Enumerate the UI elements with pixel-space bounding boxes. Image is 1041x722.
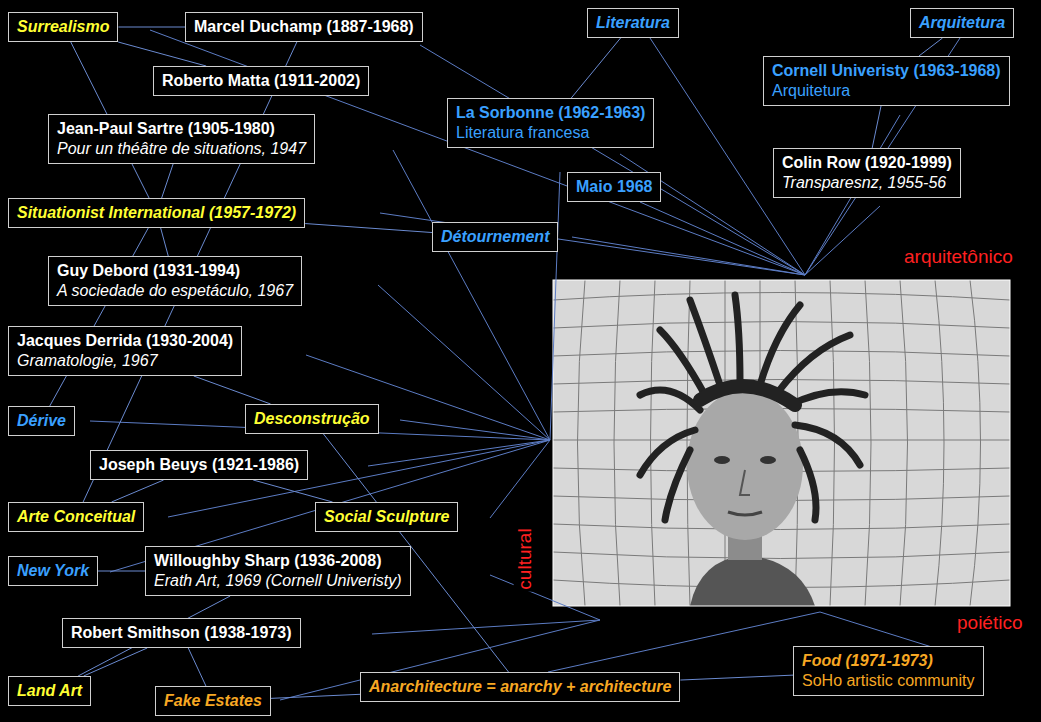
box-heading: Maio 1968 [576,177,652,197]
box-subtext: Transparesnz, 1955-56 [782,173,952,193]
box-heading: Jacques Derrida (1930-2004) [17,331,233,351]
connector-line [162,164,173,198]
connector-line [305,224,432,233]
connector-line [680,675,793,680]
box-subtext: Arquitetura [772,81,1001,101]
concept-box: La Sorbonne (1962-1963)Literatura france… [447,98,654,148]
box-subtext: SoHo artistic community [802,671,975,691]
mouth [728,512,762,515]
box-heading: Situationist International (1957-1972) [17,203,296,223]
connector-line [271,694,360,698]
box-heading: Détournement [441,227,549,247]
connector-line [50,228,149,406]
box-heading: Surrealismo [17,17,109,37]
concept-box: Anarchitecture = anarchy + architecture [360,672,680,702]
box-heading: Guy Debord (1931-1994) [57,261,293,281]
connector-line [571,38,620,98]
hair [640,295,865,520]
connector-line [118,27,185,28]
photo-ground [553,280,1010,606]
concept-box: Détournement [432,222,558,252]
concept-box: Arte Conceitual [8,502,144,532]
box-heading: Roberto Matta (1911-2002) [162,71,360,91]
box-heading: Arquitetura [919,13,1005,33]
concept-box: Dérive [8,406,75,436]
photo-frame [553,280,1010,606]
axis-label: arquitetônico [902,246,1015,268]
concept-box: Literatura [587,8,679,38]
concept-box: Surrealismo [8,12,118,42]
connector-line [872,106,881,148]
box-heading: Dérive [17,411,66,431]
box-heading: Willoughby Sharp (1936-2008) [154,551,402,571]
box-heading: La Sorbonne (1962-1963) [456,103,645,123]
concept-box: Marcel Duchamp (1887-1968) [185,12,423,42]
box-heading: Arte Conceitual [17,507,135,527]
concept-box: Fake Estates [155,686,271,716]
concept-box: Roberto Matta (1911-2002) [153,66,369,96]
axis-label: poiético [955,612,1025,634]
concept-box: Colin Row (1920-1999)Transparesnz, 1955-… [773,148,961,198]
connector-line [84,648,148,676]
concept-box: Jacques Derrida (1930-2004)Gramatologie,… [8,326,242,376]
box-heading: Cornell Univeristy (1963-1968) [772,61,1001,81]
connector-line [112,480,164,502]
concept-box: Jean-Paul Sartre (1905-1980)Pour un théâ… [48,114,315,164]
concept-box: Food (1971-1973)SoHo artistic community [793,646,984,696]
eyes [714,456,776,464]
connector-line [118,42,206,66]
box-heading: Jean-Paul Sartre (1905-1980) [57,119,306,139]
connector-line [161,228,169,256]
box-heading: Desconstrução [254,409,370,429]
concept-box: Desconstrução [245,404,379,434]
connector-line [194,376,271,404]
connector-line [919,38,943,56]
box-heading: Joseph Beuys (1921-1986) [99,455,299,475]
box-subtext: Pour un théâtre de situations, 1947 [57,139,306,159]
concept-box: Arquitetura [910,8,1014,38]
box-heading: Food (1971-1973) [802,651,975,671]
nose [740,470,750,495]
box-heading: Marcel Duchamp (1887-1968) [194,17,414,37]
connector-line [98,571,145,572]
box-heading: Colin Row (1920-1999) [782,153,952,173]
box-subtext: Literatura francesa [456,123,645,143]
concept-box: Situationist International (1957-1972) [8,198,305,228]
concept-box: Willoughby Sharp (1936-2008)Erath Art, 1… [145,546,411,596]
box-heading: Literatura [596,13,670,33]
concept-box: Maio 1968 [567,172,661,202]
concept-box: Social Sculpture [315,502,458,532]
box-heading: Social Sculpture [324,507,449,527]
box-subtext: Erath Art, 1969 (Cornell Univeristy) [154,571,402,591]
face [687,390,803,540]
connector-line [253,480,332,502]
box-heading: Robert Smithson (1938-1973) [71,623,292,643]
box-subtext: A sociedade do espetáculo, 1967 [57,281,293,301]
concept-box: New York [8,556,98,586]
axis-label: cultural [514,526,536,591]
connector-line [188,648,206,686]
grid [553,280,1010,606]
concept-box: Guy Debord (1931-1994)A sociedade do esp… [48,256,302,306]
box-heading: Land Art [17,681,82,701]
box-heading: New York [17,561,89,581]
shoulders [690,555,815,606]
concept-box: Robert Smithson (1938-1973) [62,618,301,648]
box-subtext: Gramatologie, 1967 [17,351,233,371]
box-heading: Fake Estates [164,691,262,711]
concept-box: Cornell Univeristy (1963-1968)Arquitetur… [763,56,1010,106]
box-heading: Anarchitecture = anarchy + architecture [369,677,671,697]
concept-box: Land Art [8,676,91,706]
concept-box: Joseph Beuys (1921-1986) [90,450,308,480]
